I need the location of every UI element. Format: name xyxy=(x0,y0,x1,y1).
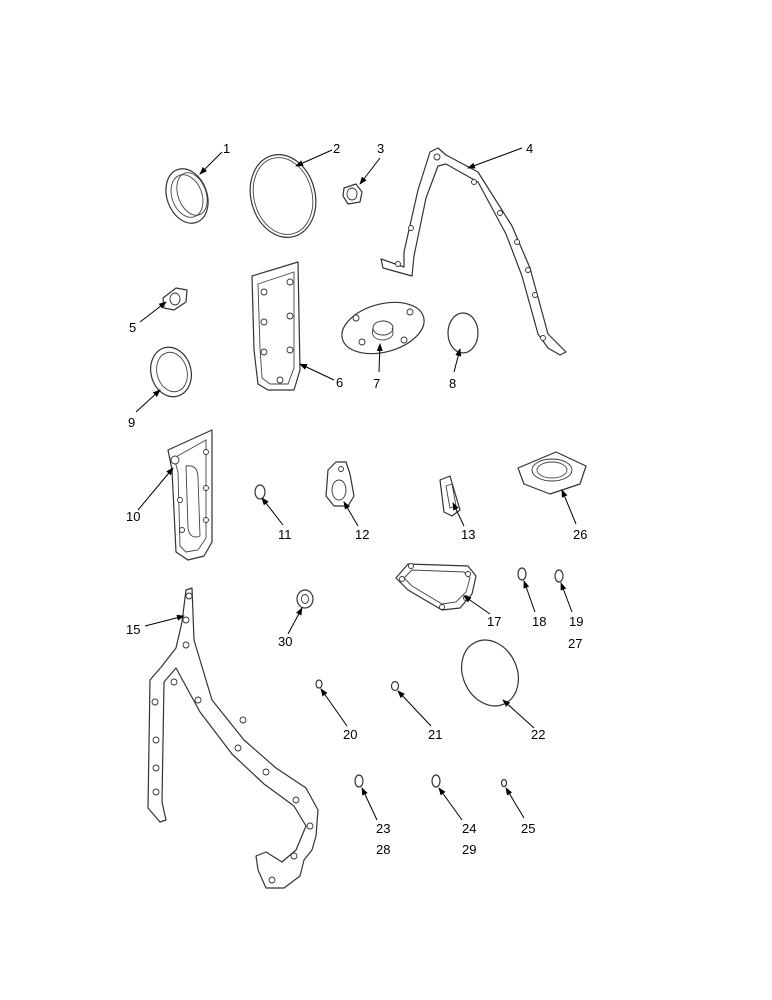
part-11-o-ring xyxy=(254,484,266,500)
callout-21: 21 xyxy=(428,727,442,742)
part-20-o-ring xyxy=(315,679,323,689)
part-1-seal xyxy=(165,168,209,224)
leader-2 xyxy=(295,149,333,167)
leader-18 xyxy=(523,580,536,613)
part-24-o-ring xyxy=(431,774,441,788)
part-25-o-ring xyxy=(500,778,508,788)
callout-20: 20 xyxy=(343,727,357,742)
callout-29: 29 xyxy=(462,842,476,857)
leader-10 xyxy=(137,467,174,511)
leader-13 xyxy=(452,502,465,527)
callout-13: 13 xyxy=(461,527,475,542)
leader-22 xyxy=(502,699,535,729)
leader-24 xyxy=(438,787,463,821)
callout-28: 28 xyxy=(376,842,390,857)
callout-11: 11 xyxy=(278,527,292,542)
leader-1 xyxy=(199,151,223,175)
callout-2: 2 xyxy=(333,141,340,156)
callout-24: 24 xyxy=(462,821,476,836)
part-17-cover-gasket xyxy=(395,563,477,611)
part-22-disc-gasket xyxy=(461,639,519,707)
callout-9: 9 xyxy=(128,415,135,430)
part-21-o-ring xyxy=(390,680,400,692)
part-30-washer xyxy=(296,589,314,609)
leader-15 xyxy=(144,614,185,627)
leader-21 xyxy=(397,690,432,727)
leader-12 xyxy=(343,501,359,527)
part-4-cover-gasket xyxy=(380,147,567,356)
leader-3 xyxy=(359,157,381,185)
leader-11 xyxy=(261,497,284,526)
callout-8: 8 xyxy=(449,376,456,391)
leader-20 xyxy=(320,688,348,727)
part-19-o-ring xyxy=(554,569,564,583)
leader-8 xyxy=(453,348,462,373)
leader-lines xyxy=(135,147,577,821)
part-5-gasket xyxy=(162,287,188,311)
callout-labels: 1 2 3 4 5 6 7 8 9 10 11 12 13 26 15 30 1… xyxy=(126,141,587,857)
part-2-o-ring xyxy=(249,153,317,239)
part-8-plug xyxy=(447,312,479,354)
callout-27: 27 xyxy=(568,636,582,651)
part-7-round-gasket xyxy=(341,301,425,355)
part-10-cooler-gasket xyxy=(167,429,213,561)
callout-17: 17 xyxy=(487,614,501,629)
part-18-o-ring xyxy=(517,567,527,581)
leader-25 xyxy=(505,787,525,819)
callout-6: 6 xyxy=(336,375,343,390)
callout-10: 10 xyxy=(126,509,140,524)
part-23-o-ring xyxy=(354,774,364,788)
part-26-housing-gasket xyxy=(517,451,587,495)
callout-4: 4 xyxy=(526,141,533,156)
callout-7: 7 xyxy=(373,376,380,391)
callout-23: 23 xyxy=(376,821,390,836)
part-3-flange-gasket xyxy=(342,183,363,205)
part-12-gasket xyxy=(325,461,355,507)
leader-23 xyxy=(361,787,378,821)
callout-15: 15 xyxy=(126,622,140,637)
callout-30: 30 xyxy=(278,634,292,649)
part-6-plate-gasket xyxy=(251,261,301,391)
callout-19: 19 xyxy=(569,614,583,629)
callout-1: 1 xyxy=(223,141,230,156)
leader-19 xyxy=(560,582,573,613)
leader-30 xyxy=(287,607,303,635)
leader-6 xyxy=(299,363,335,381)
callout-18: 18 xyxy=(532,614,546,629)
callout-22: 22 xyxy=(531,727,545,742)
leader-5 xyxy=(139,301,167,323)
leader-7 xyxy=(376,343,383,373)
leader-17 xyxy=(463,595,491,615)
part-15-front-cover-gasket xyxy=(147,587,319,889)
callout-5: 5 xyxy=(129,320,136,335)
callout-26: 26 xyxy=(573,527,587,542)
callout-3: 3 xyxy=(377,141,384,156)
part-13-gasket xyxy=(439,475,461,517)
callout-12: 12 xyxy=(355,527,369,542)
leader-4 xyxy=(467,147,523,169)
callout-25: 25 xyxy=(521,821,535,836)
leader-9 xyxy=(135,389,161,413)
part-9-seal xyxy=(150,346,192,398)
leader-26 xyxy=(561,489,577,525)
